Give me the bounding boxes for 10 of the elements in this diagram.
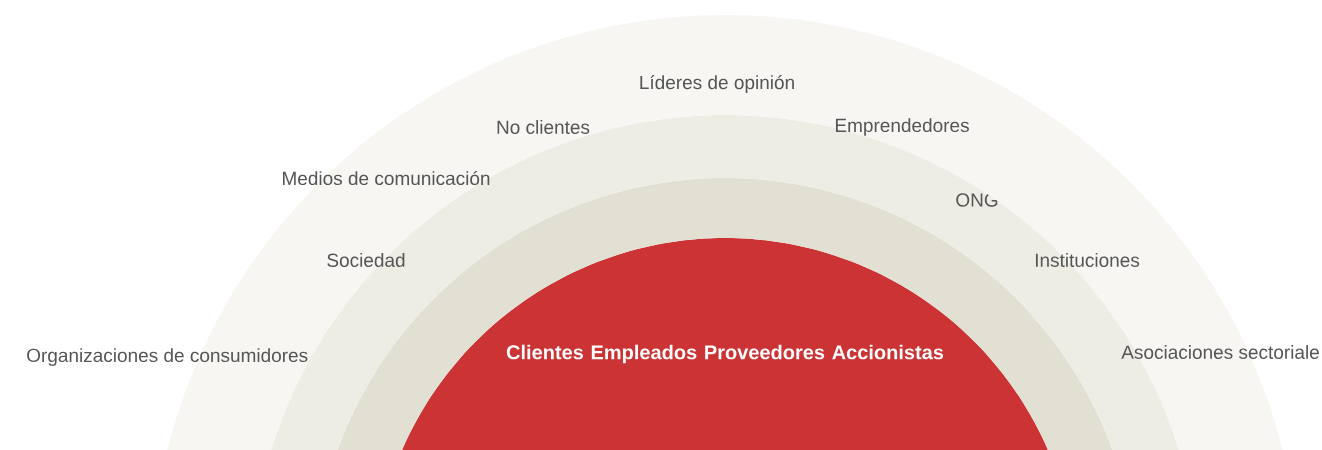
- band-label: Medios de comunicación: [283, 170, 490, 186]
- arc-band: [27, 15, 1319, 450]
- band-label: Asociaciones sectoriale: [1121, 345, 1319, 359]
- band-label: Organizaciones de consumidores: [27, 348, 308, 366]
- band-label: Emprendedores: [835, 118, 969, 136]
- center-label: Clientes Empleados Proveedores Accionistas: [506, 344, 944, 364]
- band-label: No clientes: [497, 120, 590, 134]
- band-label: Instituciones: [1035, 253, 1140, 267]
- band-label: Sociedad: [327, 253, 405, 267]
- band-label: Líderes de opinión: [640, 75, 794, 93]
